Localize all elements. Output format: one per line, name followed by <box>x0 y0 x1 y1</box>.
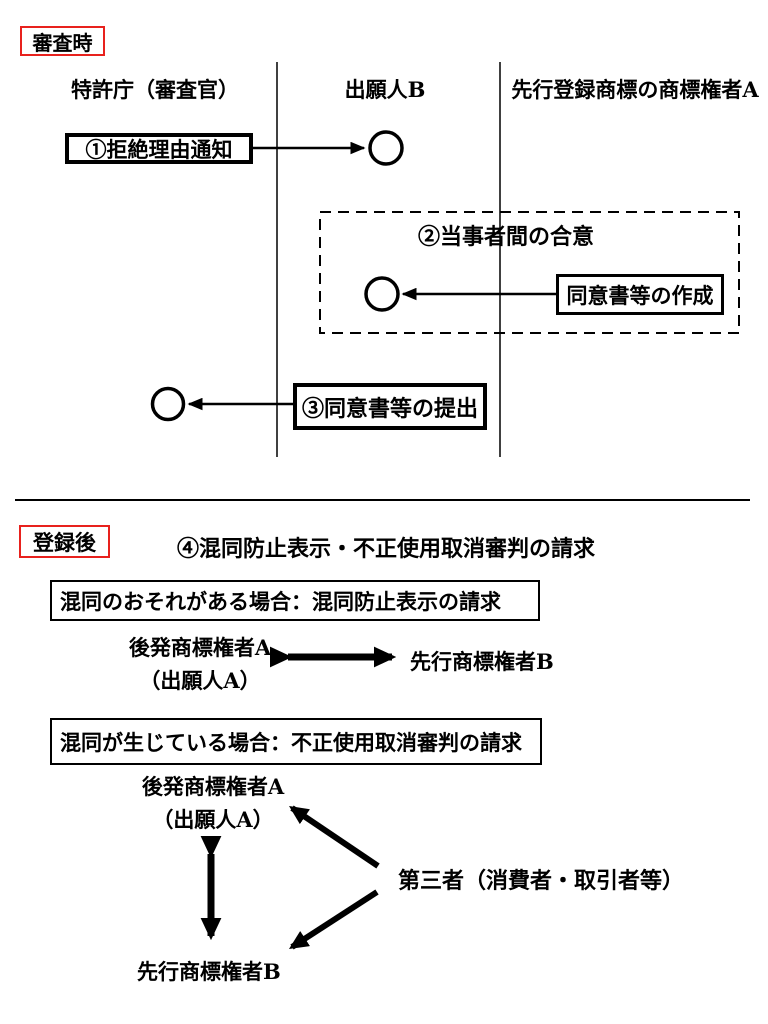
case2-party-a-line2: （出願人A） <box>152 807 274 833</box>
phase-badge-post-registration: 登録後 <box>19 525 110 558</box>
event-circle-step3 <box>150 386 186 422</box>
arrow-thirdparty-to-party-b <box>288 889 379 950</box>
post-registration-title: ④混同防止表示・不正使用取消審判の請求 <box>177 536 596 562</box>
column-header-applicant-b: 出願人B <box>344 77 426 102</box>
phase-badge-post-registration-label: 登録後 <box>33 529 96 555</box>
consent-create-box: 同意書等の作成 <box>556 274 724 315</box>
case2-party-a: 後発商標権者A （出願人A） <box>118 770 308 836</box>
step1-refusal-notice-label: ①拒絶理由通知 <box>85 136 233 162</box>
case1-party-left-line2: （出願人A） <box>139 668 261 694</box>
step1-refusal-notice-box: ①拒絶理由通知 <box>65 133 253 164</box>
phase-badge-examination-label: 審査時 <box>32 30 93 55</box>
case2-third-party: 第三者（消費者・取引者等） <box>398 868 685 894</box>
case-confusion-occurred-heading: 混同が生じている場合：不正使用取消審判の請求 <box>60 729 522 755</box>
case2-party-a-line1: 後発商標権者A <box>141 774 285 799</box>
event-circle-step2 <box>364 276 400 312</box>
case1-party-left: 後発商標権者A （出願人A） <box>105 631 295 697</box>
case1-party-right: 先行商標権者B <box>410 649 554 674</box>
phase-badge-examination: 審査時 <box>20 26 105 56</box>
step3-consent-submit-box: ③同意書等の提出 <box>293 383 487 430</box>
case1-party-left-line1: 後発商標権者A <box>128 635 272 660</box>
case-confusion-risk-heading: 混同のおそれがある場合：混同防止表示の請求 <box>60 588 501 614</box>
case-confusion-risk-heading-box: 混同のおそれがある場合：混同防止表示の請求 <box>50 580 540 621</box>
column-header-jpo: 特許庁（審査官） <box>71 77 239 102</box>
consent-create-label: 同意書等の作成 <box>566 282 714 308</box>
case2-party-b: 先行商標権者B <box>137 959 281 984</box>
step3-consent-submit-label: ③同意書等の提出 <box>301 395 478 422</box>
case-confusion-occurred-heading-box: 混同が生じている場合：不正使用取消審判の請求 <box>50 718 542 765</box>
event-circle-step1 <box>368 130 404 166</box>
agreement-zone-label: ②当事者間の合意 <box>417 224 594 250</box>
column-header-prior-holder-a: 先行登録商標の商標権者A <box>511 77 759 102</box>
